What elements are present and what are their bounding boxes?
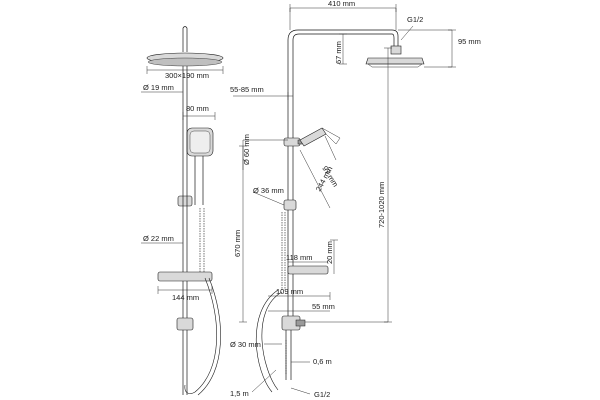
side-view: 410 mm G1/2 67 mm 95 mm 55-85 mm Ø 60 mm…	[230, 0, 481, 399]
thread-top-label: G1/2	[407, 15, 423, 24]
shelf-side-icon	[287, 265, 329, 275]
head-drop-label: 67 mm	[334, 41, 343, 64]
hose-long-label: 1,5 m	[230, 389, 249, 398]
mixer-offset-label: 55 mm	[312, 302, 335, 311]
head-height-label: 95 mm	[458, 37, 481, 46]
shelf-width-label: 144 mm	[172, 293, 199, 302]
rail-diameter-label: Ø 22 mm	[143, 234, 174, 243]
front-view: 300×190 mm Ø 19 mm 80 mm Ø 22 mm 144 mm	[141, 26, 224, 396]
hand-width-label: 80 mm	[186, 104, 209, 113]
hand-shower-side-icon	[299, 127, 327, 147]
mixer-dia-label: Ø 30 mm	[230, 340, 261, 349]
rain-head-side-icon	[365, 57, 425, 65]
offset-range-label: 55-85 mm	[230, 85, 264, 94]
top-width-label: 410 mm	[328, 0, 355, 8]
total-height-label: 720-1020 mm	[377, 182, 386, 228]
holder-dia-label: Ø 60 mm	[242, 134, 251, 165]
rail-length-label: 670 mm	[233, 230, 242, 257]
shelf-length-label: 118 mm	[286, 253, 313, 262]
slider-dia-label: Ø 36 mm	[253, 186, 284, 195]
pipe-diameter-label: Ø 19 mm	[143, 83, 174, 92]
shelf-front-icon	[157, 271, 213, 282]
mixer-width-label: 109 mm	[276, 287, 303, 296]
thread-bottom-label: G1/2	[314, 390, 330, 399]
shelf-height-label: 20 mm	[325, 241, 334, 264]
hose-short-label: 0,6 m	[313, 357, 332, 366]
